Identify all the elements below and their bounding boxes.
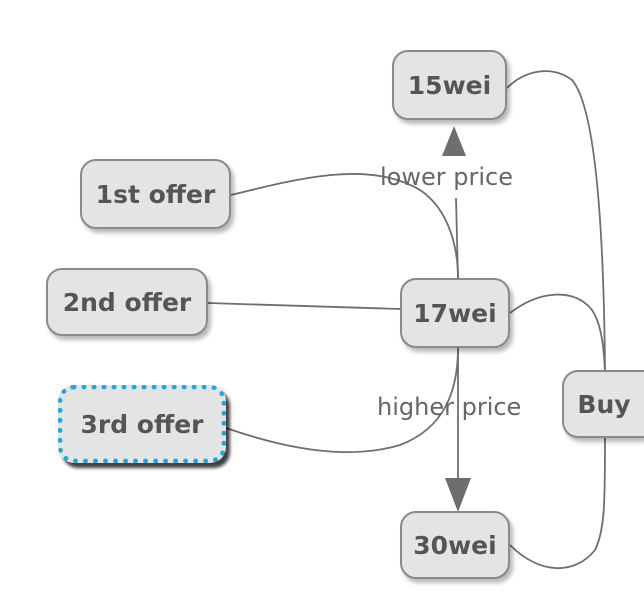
node-1st-offer[interactable]: 1st offer: [80, 159, 231, 229]
edge-label-lower-price: lower price: [380, 163, 513, 191]
edge-1st-offer-to-17wei: [230, 173, 459, 279]
edge-17wei-to-buy: [509, 293, 606, 373]
node-17wei[interactable]: 17wei: [400, 278, 510, 348]
node-30wei[interactable]: 30wei: [400, 511, 510, 579]
edge-30wei-to-buy: [509, 437, 606, 570]
node-15wei[interactable]: 15wei: [392, 50, 507, 120]
edge-label-higher-price: higher price: [377, 393, 522, 421]
node-3rd-offer[interactable]: 3rd offer: [58, 385, 226, 463]
arrow-down-to-30wei: [445, 478, 471, 512]
edge-17wei-to-15wei: [455, 197, 459, 279]
node-buy[interactable]: Buy: [562, 370, 644, 438]
edge-3rd-offer-to-17wei: [225, 347, 459, 453]
arrow-up-to-15wei: [442, 126, 466, 156]
edge-2nd-offer-to-17wei: [207, 302, 401, 310]
node-2nd-offer[interactable]: 2nd offer: [46, 268, 208, 336]
edge-15wei-to-buy: [506, 70, 606, 373]
